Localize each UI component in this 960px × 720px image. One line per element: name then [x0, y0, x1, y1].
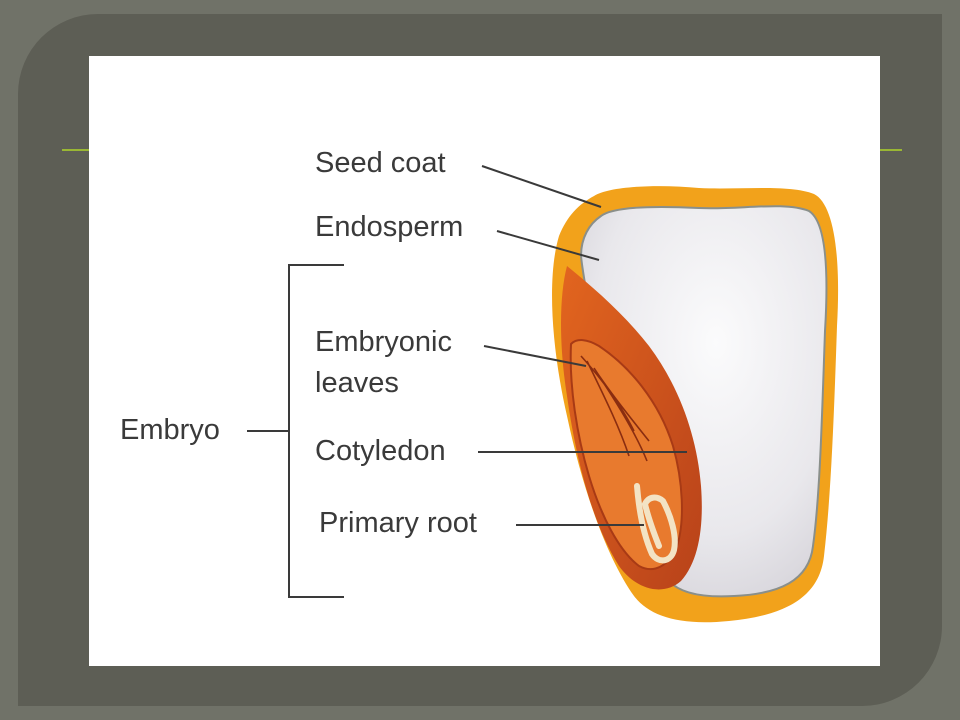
seed-coat-leader: [481, 165, 602, 208]
embryonic-leaves-leader: [483, 345, 587, 367]
accent-line-right: [878, 149, 902, 151]
label-seed-coat: Seed coat: [315, 147, 446, 179]
endosperm-leader: [496, 230, 600, 261]
accent-line-left: [62, 149, 92, 151]
label-primary-root: Primary root: [319, 507, 477, 539]
label-embryo: Embryo: [120, 414, 220, 446]
embryo-bracket: [288, 264, 344, 598]
embryonic-leaves-shape: [580, 355, 650, 462]
primary-root-shape: [634, 483, 678, 564]
label-embryonic-leaves-line1: Embryonic: [315, 326, 452, 358]
label-embryonic-leaves-line2: leaves: [315, 367, 399, 399]
label-endosperm: Endosperm: [315, 211, 464, 243]
seed-diagram: [247, 165, 839, 623]
diagram-panel: Seed coat Endosperm Embryonic leaves Cot…: [89, 56, 880, 666]
label-cotyledon: Cotyledon: [315, 435, 446, 467]
